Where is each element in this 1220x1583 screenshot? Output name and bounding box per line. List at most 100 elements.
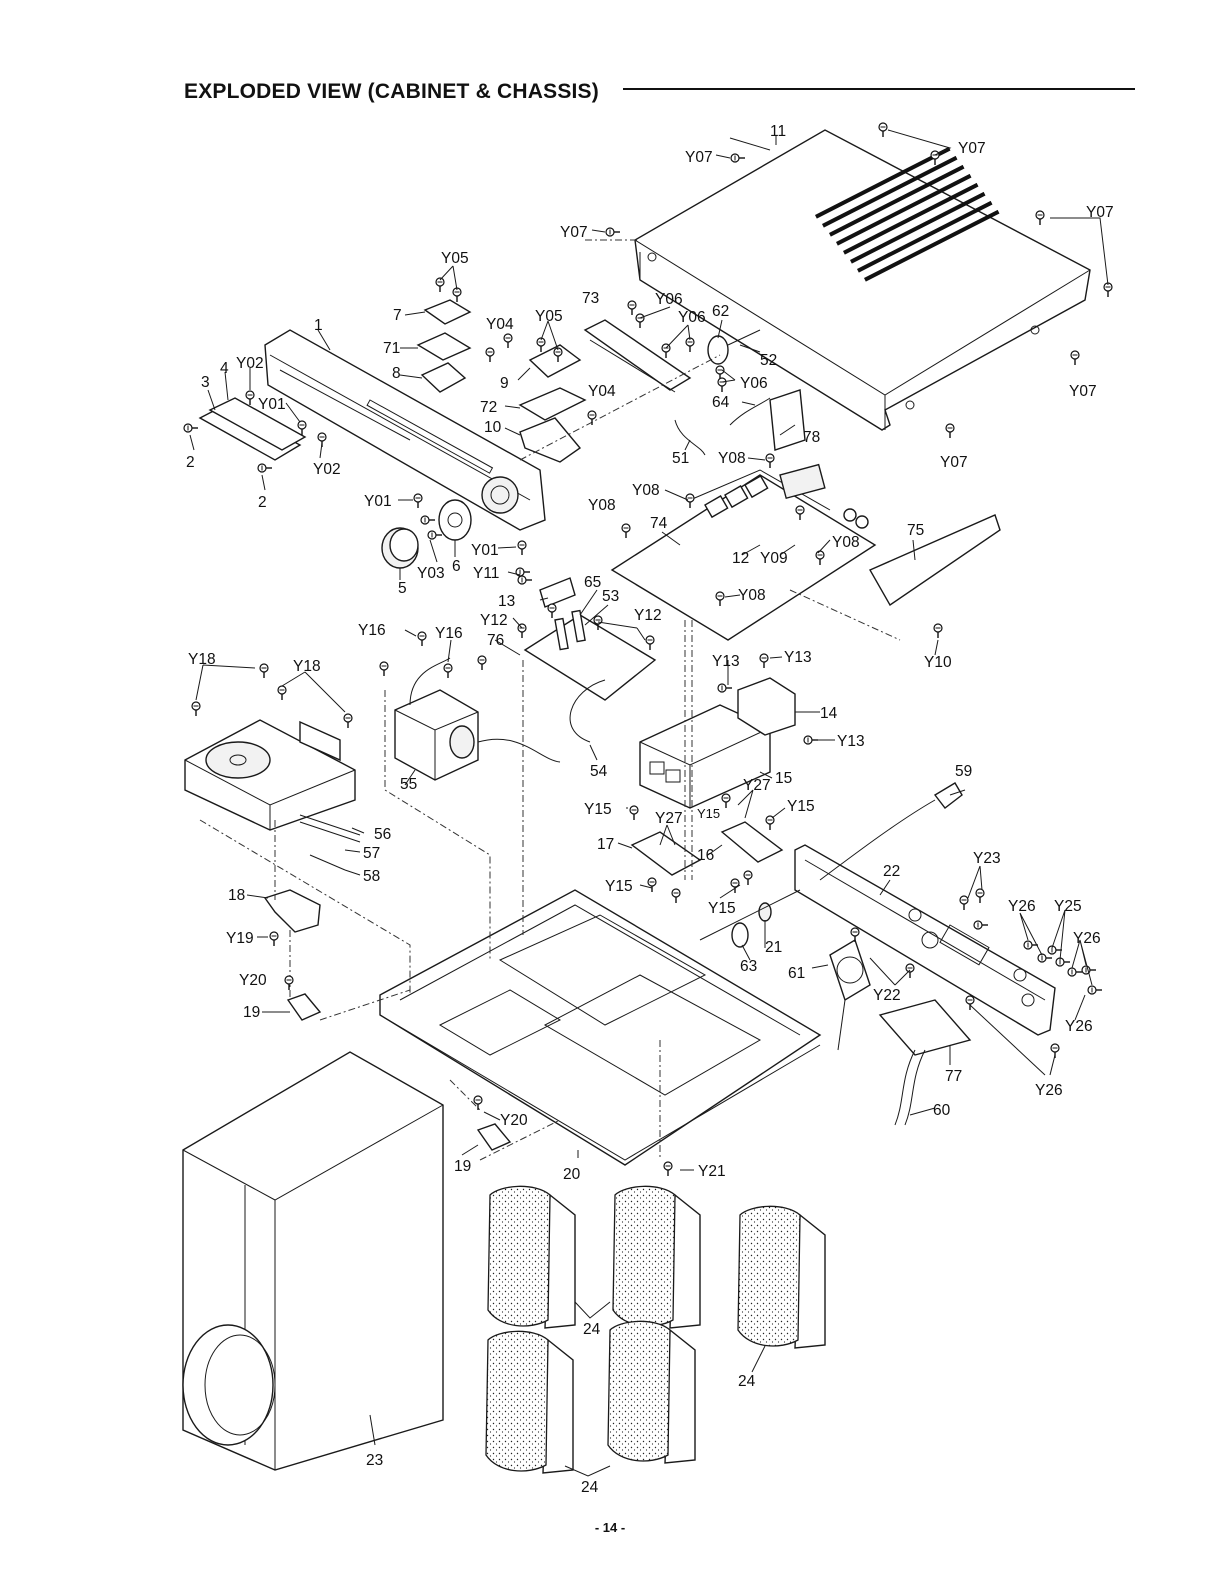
label-y12-b: Y12 [634, 607, 662, 624]
cooling-fan-part-61 [829, 938, 871, 1051]
label-y19: Y19 [226, 930, 254, 947]
label-51: 51 [672, 450, 689, 467]
label-y01-a: Y01 [258, 396, 286, 413]
speaker-part-24-3 [737, 1205, 826, 1349]
label-74: 74 [650, 515, 668, 532]
label-y08-d: Y08 [832, 534, 860, 551]
label-78: 78 [803, 429, 820, 446]
label-64: 64 [712, 394, 730, 411]
label-y03: Y03 [417, 565, 445, 582]
label-59: 59 [955, 763, 972, 780]
label-60: 60 [933, 1102, 951, 1119]
label-21: 21 [765, 939, 782, 956]
pcb-part-76 [523, 609, 657, 701]
label-y15-d: Y15 [605, 878, 633, 895]
label-y26-d: Y26 [1035, 1082, 1063, 1099]
label-13: 13 [498, 593, 515, 610]
label-y06-a: Y06 [655, 291, 683, 308]
spring-part-19-upper [286, 993, 322, 1021]
label-y13-a: Y13 [712, 653, 740, 670]
label-y15-c: Y15 [787, 798, 815, 815]
label-y21: Y21 [698, 1163, 726, 1180]
label-y01-b: Y01 [364, 493, 392, 510]
label-9: 9 [500, 375, 509, 392]
label-y08-c: Y08 [588, 497, 616, 514]
label-y26-b: Y26 [1073, 930, 1101, 947]
label-76: 76 [487, 632, 504, 649]
label-y07-far-right: Y07 [1069, 383, 1097, 400]
label-y15-b: Y15 [697, 806, 720, 821]
ferrite-core-part-63 [699, 889, 801, 948]
title-rule [623, 88, 1135, 90]
label-5: 5 [398, 580, 407, 597]
label-75: 75 [907, 522, 924, 539]
label-y08-b: Y08 [632, 482, 660, 499]
label-7: 7 [393, 307, 402, 324]
label-24-b: 24 [738, 1373, 756, 1390]
label-y07-bottom: Y07 [940, 454, 968, 471]
label-22: 22 [883, 863, 900, 880]
rear-pcb-part-75 [869, 514, 1001, 607]
chassis-part-20 [379, 889, 822, 1166]
label-1: 1 [314, 317, 323, 334]
speaker-part-24-2 [612, 1185, 701, 1329]
label-19-b: 19 [454, 1158, 471, 1175]
label-17: 17 [597, 836, 614, 853]
front-board-part-73 [583, 319, 692, 393]
label-y04-b: Y04 [588, 383, 616, 400]
top-cover-part-11 [634, 129, 1091, 431]
part-labels: 11 Y07 Y07 Y07 Y07 Y07 Y07 Y05 Y05 73 Y0… [186, 123, 1114, 1496]
label-24-a: 24 [583, 1321, 601, 1338]
label-y07-left: Y07 [560, 224, 588, 241]
label-y15-e: Y15 [708, 900, 736, 917]
label-57: 57 [363, 845, 380, 862]
label-y26-a: Y26 [1008, 898, 1036, 915]
shield-box-part-15 [639, 704, 771, 809]
transformer-part-55 [394, 657, 561, 781]
label-63: 63 [740, 958, 757, 975]
label-y27-b: Y27 [655, 810, 683, 827]
board-part-77 [878, 999, 972, 1056]
label-53: 53 [602, 588, 619, 605]
label-6: 6 [452, 558, 461, 575]
label-y25: Y25 [1054, 898, 1082, 915]
label-54: 54 [590, 763, 608, 780]
speaker-part-24-4 [485, 1330, 574, 1474]
label-71: 71 [383, 340, 400, 357]
label-16: 16 [697, 847, 714, 864]
flat-cable-part-60 [894, 1049, 926, 1126]
label-y26-c: Y26 [1065, 1018, 1093, 1035]
label-14: 14 [820, 705, 838, 722]
label-15: 15 [775, 770, 792, 787]
subwoofer-part-23 [182, 1051, 444, 1471]
cover-vent-slots [815, 146, 1000, 282]
display-window-parts-3-4 [198, 397, 307, 461]
label-58: 58 [363, 868, 380, 885]
label-8: 8 [392, 365, 401, 382]
label-y10: Y10 [924, 654, 952, 671]
label-y07-top-left: Y07 [685, 149, 713, 166]
label-2-a: 2 [186, 454, 195, 471]
label-y13-b: Y13 [784, 649, 812, 666]
cable-part-64 [729, 397, 771, 426]
speaker-part-24-5 [607, 1320, 696, 1464]
label-y16-a: Y16 [358, 622, 386, 639]
bracket-part-13 [539, 577, 576, 608]
cable-part-51 [674, 419, 706, 456]
label-y12-a: Y12 [480, 612, 508, 629]
label-19-a: 19 [243, 1004, 260, 1021]
label-55: 55 [400, 776, 417, 793]
label-y16-b: Y16 [435, 625, 463, 642]
label-y04-a: Y04 [486, 316, 514, 333]
label-11: 11 [770, 123, 786, 140]
label-73: 73 [582, 290, 599, 307]
label-2-b: 2 [258, 494, 267, 511]
label-y05-a: Y05 [441, 250, 469, 267]
label-y07-right: Y07 [1086, 204, 1114, 221]
label-y23: Y23 [973, 850, 1001, 867]
volume-knob-part-5 [381, 527, 419, 569]
bracket-part-16 [720, 821, 784, 863]
label-20: 20 [563, 1166, 581, 1183]
label-12: 12 [732, 550, 749, 567]
